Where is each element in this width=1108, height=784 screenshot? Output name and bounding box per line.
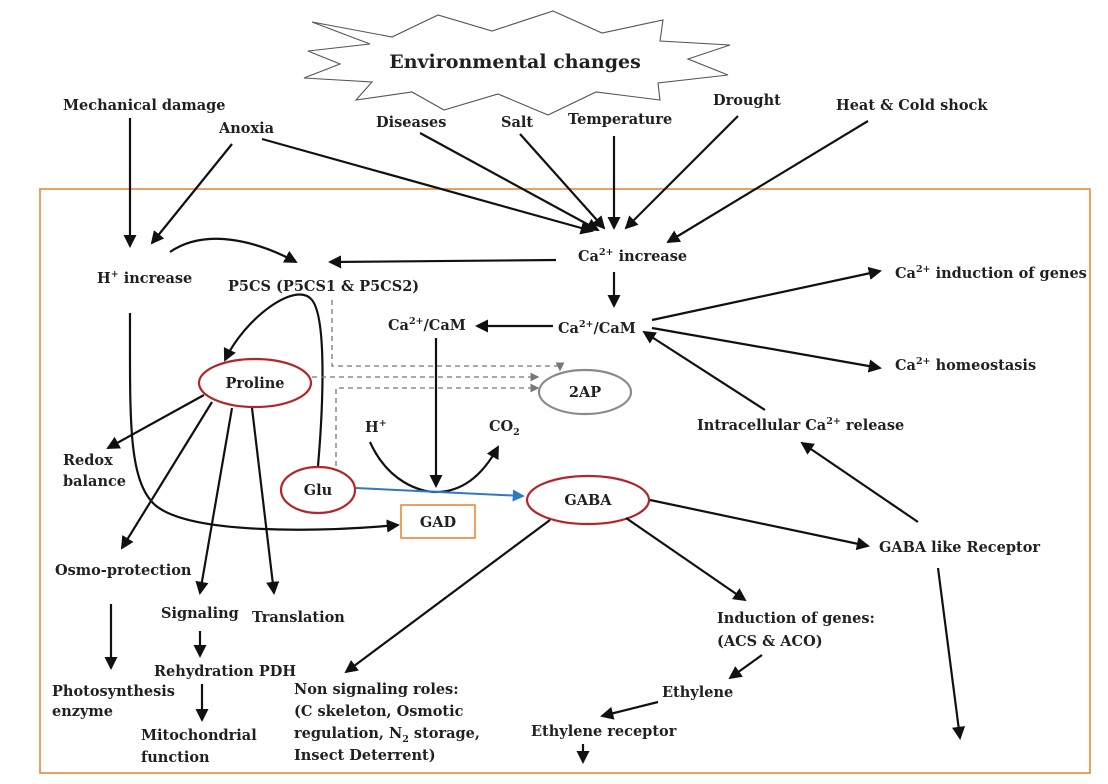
arrow-induction-ethylene [728,654,763,680]
label-heat-cold-shock: Heat & Cold shock [836,97,988,114]
label-glu: Glu [304,482,333,499]
arrow-salt-ca [519,133,606,230]
label-diseases: Diseases [376,114,446,131]
arrow-gaba-receptor [649,498,870,551]
arrow-gaba-nonsignaling [344,519,551,674]
label-2ap: 2AP [569,384,601,401]
label-nonsignaling-3: regulation, N2 storage, [294,725,480,745]
label-p5cs: P5CS (P5CS1 & P5CS2) [228,278,419,295]
label-ca-cam-right: Ca2+/CaM [558,319,636,337]
diagram-title: Environmental changes [389,51,641,73]
arrow-ethylene-receptor [600,700,659,720]
label-gad: GAD [420,514,456,531]
label-proline: Proline [226,375,285,392]
label-nonsignaling-4: Insect Deterrent) [294,747,436,764]
label-anoxia: Anoxia [218,120,275,137]
label-mechanical-damage: Mechanical damage [63,97,226,114]
arrow-cam-homeostasis [651,326,882,373]
label-signaling: Signaling [161,605,239,622]
label-ca-increase: Ca2+ increase [578,247,687,265]
label-gaba-receptor: GABA like Receptor [879,539,1040,556]
label-mito-2: function [141,749,210,766]
label-gaba: GABA [564,492,612,509]
arrow-anoxia-ca [261,137,594,235]
label-co2: CO2 [489,418,520,438]
label-ca-genes: Ca2+ induction of genes [895,264,1087,282]
label-translation: Translation [252,609,345,626]
label-ethylene: Ethylene [662,684,733,701]
arrow-proline-signaling [195,407,234,595]
dashed-p5cs-2ap [331,300,565,372]
label-redox-1: Redox [63,452,113,469]
label-osmo-protection: Osmo-protection [55,562,192,579]
arrow-receptor-down [936,567,966,740]
label-rehydration: Rehydration PDH [154,663,296,680]
arrow-reaction-curve [368,441,499,494]
label-nonsignaling-1: Non signaling roles: [294,681,459,698]
label-induction-2: (ACS & ACO) [717,633,823,650]
label-mito-1: Mitochondrial [141,727,257,744]
arrow-drought-ca [624,115,739,230]
label-salt: Salt [501,114,533,131]
label-intracellular-ca: Intracellular Ca2+ release [697,416,904,434]
arrow-glu-proline [223,293,324,467]
arrow-proline-osmo [120,401,213,550]
arrow-cam-genes [651,266,882,322]
arrow-intracellular-cam [642,330,766,411]
arrow-proline-redox [106,394,205,449]
label-ethylene-receptor: Ethylene receptor [531,723,677,740]
arrow-receptor-intracellular [800,441,919,523]
gaba-ellipse [525,474,651,526]
environmental-starburst [303,10,731,116]
label-temperature: Temperature [568,111,672,128]
label-h-increase: H+ increase [97,269,192,287]
cell-frame [39,188,1091,774]
proline-ellipse [197,357,313,409]
arrow-ca-p5cs [328,255,557,269]
label-induction-1: Induction of genes: [717,610,875,627]
glu-ellipse [279,465,357,515]
arrow-glu-gaba [355,487,525,502]
label-h-plus: H+ [365,418,387,436]
label-nonsignaling-2: (C skeleton, Osmotic [294,703,464,720]
arrow-diseases-ca [419,132,600,231]
gad-box [400,504,476,539]
arrow-h-gad [128,312,400,533]
arrow-heat-ca [666,120,869,244]
arrow-gaba-induction [625,517,747,602]
arrow-anoxia-h [150,143,233,245]
label-ca-cam-left: Ca2+/CaM [388,316,466,334]
label-drought: Drought [713,92,781,109]
label-photosynthesis-2: enzyme [52,703,113,720]
label-ca-homeostasis: Ca2+ homeostasis [895,356,1036,374]
arrow-h-p5cs [169,237,298,263]
label-redox-2: balance [63,473,126,490]
arrow-proline-translation [250,407,280,595]
label-photosynthesis-1: Photosynthesis [52,683,175,700]
